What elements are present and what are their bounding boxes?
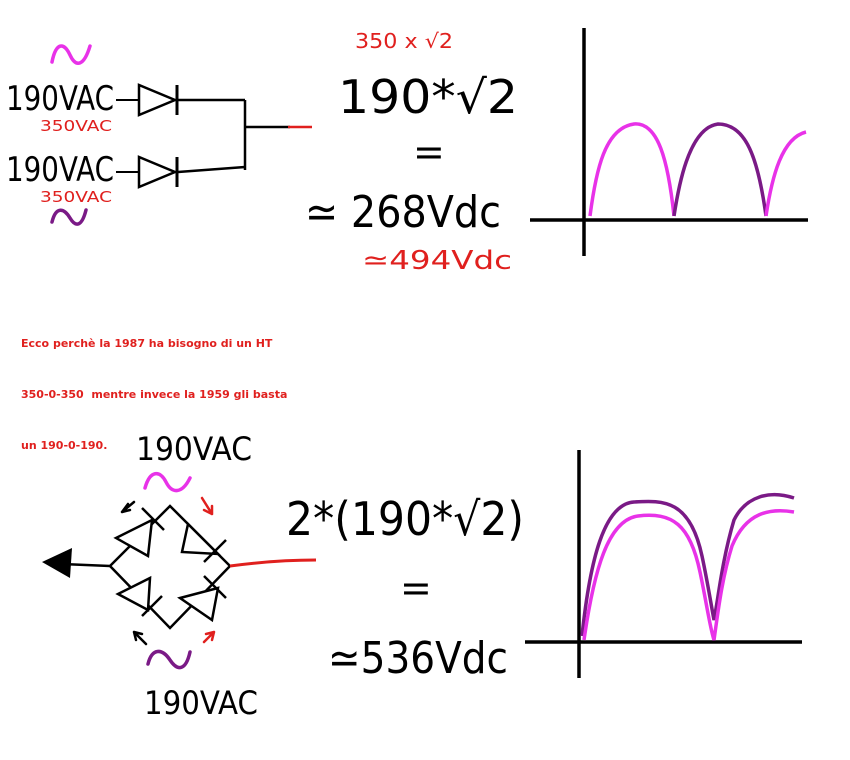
ac-tilde-icon — [146, 649, 192, 670]
arrow-icon — [202, 630, 216, 644]
half-wave-magenta — [588, 122, 676, 217]
result: ≃ 268Vdc — [305, 187, 501, 238]
formula: 190*√2 — [338, 70, 518, 124]
arrow-icon — [200, 496, 214, 516]
bridge-result: ≃536Vdc — [328, 633, 508, 684]
half-wave-magenta — [764, 130, 807, 217]
ac-tilde-icon — [50, 208, 88, 226]
ac-tilde-icon — [50, 44, 92, 65]
bridge-formula: 2*(190*√2) — [286, 492, 524, 546]
explanation-caption: Ecco perchè la 1987 ha bisogno di un HT … — [21, 301, 361, 471]
caption-line: Ecco perchè la 1987 ha bisogno di un HT — [21, 337, 273, 350]
source-2-label: 190VAC — [6, 150, 114, 190]
arrow-icon — [120, 500, 136, 514]
source-1-label: 190VAC — [6, 79, 114, 119]
full-wave-magenta — [582, 508, 795, 641]
caption-line: 350-0-350 mentre invece la 1959 gli bast… — [21, 388, 288, 401]
ac-tilde-icon — [143, 472, 192, 493]
arrow-icon — [132, 630, 148, 646]
equals-sign: = — [413, 130, 445, 174]
full-wave-purple — [580, 493, 795, 637]
source-1-alt-label: 350VAC — [40, 117, 112, 135]
wire — [177, 165, 246, 174]
bridge-rectifier — [108, 504, 232, 630]
diode-2-icon — [137, 155, 179, 189]
bridge-source-bottom-label: 190VAC — [144, 684, 258, 722]
source-2-alt-label: 350VAC — [40, 188, 112, 206]
result-alt: ≃494Vdc — [362, 246, 512, 276]
diode-1-icon — [137, 83, 179, 117]
bridge-equals-sign: = — [400, 566, 432, 610]
caption-line: un 190-0-190. — [21, 439, 108, 452]
bridge-source-top-label: 190VAC — [136, 430, 252, 468]
output-wire — [229, 558, 317, 568]
arrow-left-icon — [42, 548, 72, 578]
formula-note: 350 x √2 — [355, 29, 453, 53]
half-wave-purple — [672, 122, 768, 217]
